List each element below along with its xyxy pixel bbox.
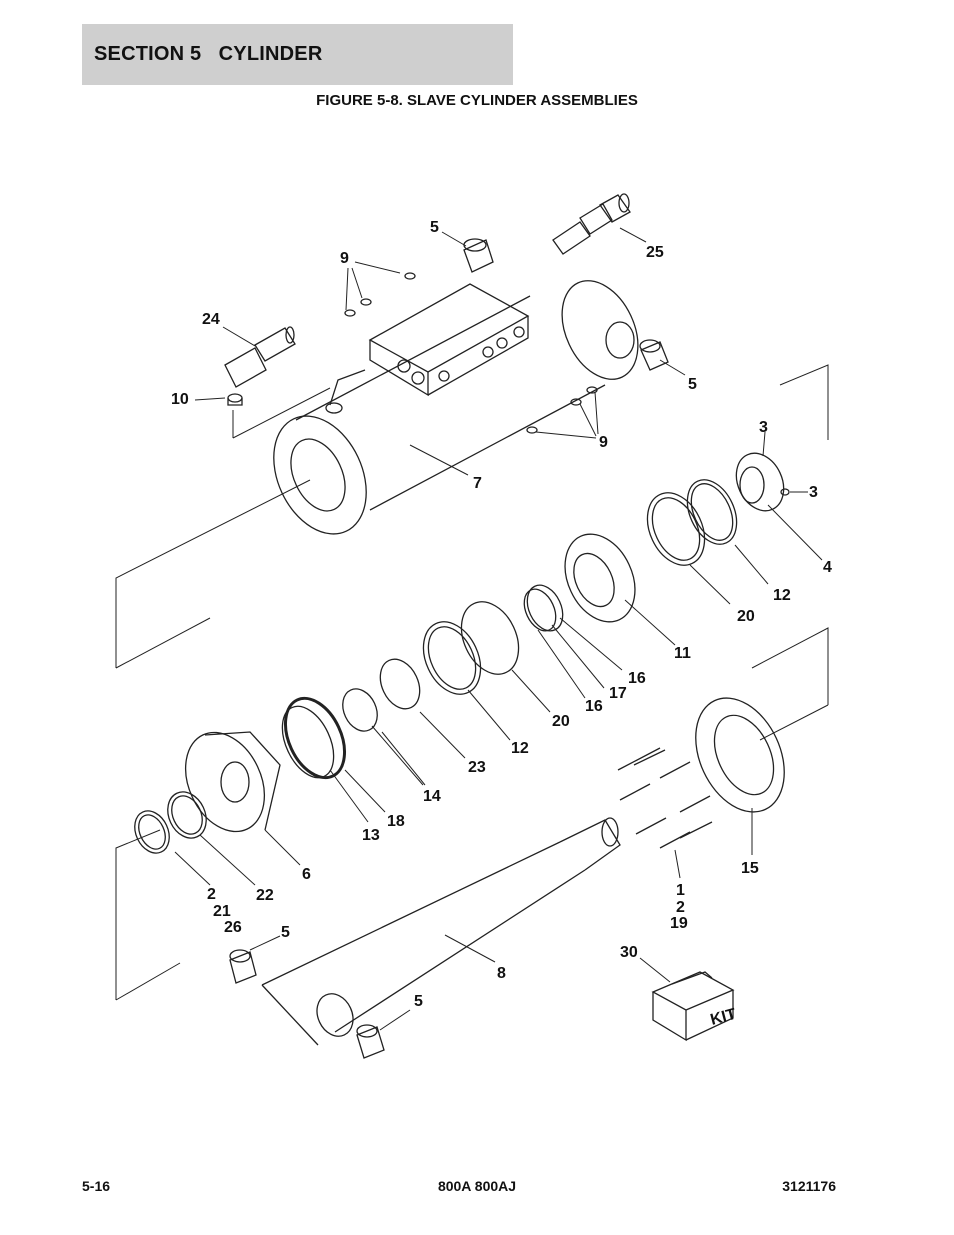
seal-rings-part: [281, 479, 738, 780]
plugs-9-part: [344, 272, 598, 434]
callout-5: 5: [430, 219, 439, 236]
callout-20: 20: [552, 713, 570, 730]
callout-14: 14: [423, 788, 441, 805]
callout-10: 10: [171, 391, 189, 408]
callout-12: 12: [773, 587, 791, 604]
bushing-5-right-part: [639, 339, 669, 371]
callout-16: 16: [628, 670, 646, 687]
callout-2: 2: [676, 899, 685, 916]
callout-22: 22: [256, 887, 274, 904]
callout-3: 3: [809, 484, 818, 501]
callout-25: 25: [646, 244, 664, 261]
callout-19: 19: [670, 915, 688, 932]
piston-rod-8-part: [261, 817, 621, 1046]
fitting-25-part: [552, 193, 631, 255]
callout-9: 9: [599, 434, 608, 451]
callout-5: 5: [688, 376, 697, 393]
bushing-5-top-part: [463, 238, 494, 273]
model-number: 800A 800AJ: [437, 1178, 517, 1194]
leader-lines: [174, 227, 823, 1031]
figure-title: FIGURE 5-8. SLAVE CYLINDER ASSEMBLIES: [316, 92, 638, 109]
callout-9: 9: [340, 250, 349, 267]
callout-13: 13: [362, 827, 380, 844]
wiper-rings-part: [134, 791, 207, 854]
callout-7: 7: [473, 475, 482, 492]
head-4-part: [735, 452, 790, 512]
bracket-lines: [115, 364, 829, 1001]
callout-labels: 5 25 9 24 5 10 9 3 7 3 4 12 20 11 16 17 …: [171, 219, 832, 1010]
callout-5: 5: [281, 924, 290, 941]
document-number: 3121176: [782, 1178, 836, 1194]
gland-6-part: [185, 731, 281, 833]
kit-box-30-part: [651, 971, 735, 1042]
callout-6: 6: [302, 866, 311, 883]
callout-24: 24: [202, 311, 220, 328]
callout-26: 26: [224, 919, 242, 936]
callout-5: 5: [414, 993, 423, 1010]
callout-3: 3: [759, 419, 768, 436]
flange-15-part: [695, 697, 785, 813]
callout-4: 4: [823, 559, 832, 576]
callout-18: 18: [387, 813, 405, 830]
bushings-5-bottom-part: [229, 949, 385, 1059]
callout-11: 11: [674, 645, 691, 662]
cylinder-barrel-7-part: [273, 280, 639, 535]
bolts-1-part: [617, 747, 713, 849]
page-number: 5-16: [82, 1178, 111, 1194]
callout-2: 2: [207, 886, 216, 903]
section-title: SECTION 5 CYLINDER: [94, 43, 323, 65]
kit-box-label: KIT: [709, 1006, 739, 1029]
valve-block-part: [368, 283, 530, 397]
callout-20: 20: [737, 608, 755, 625]
callout-8: 8: [497, 965, 506, 982]
callout-12: 12: [511, 740, 529, 757]
callout-1: 1: [676, 882, 685, 899]
callout-15: 15: [741, 860, 759, 877]
callout-23: 23: [468, 759, 486, 776]
callout-17: 17: [609, 685, 627, 702]
fitting-24-part: [224, 326, 296, 388]
callout-21: 21: [213, 903, 231, 920]
plug-10-part: [227, 393, 243, 406]
callout-30: 30: [620, 944, 638, 961]
section-header-band: SECTION 5 CYLINDER: [82, 24, 513, 85]
callout-16: 16: [585, 698, 603, 715]
